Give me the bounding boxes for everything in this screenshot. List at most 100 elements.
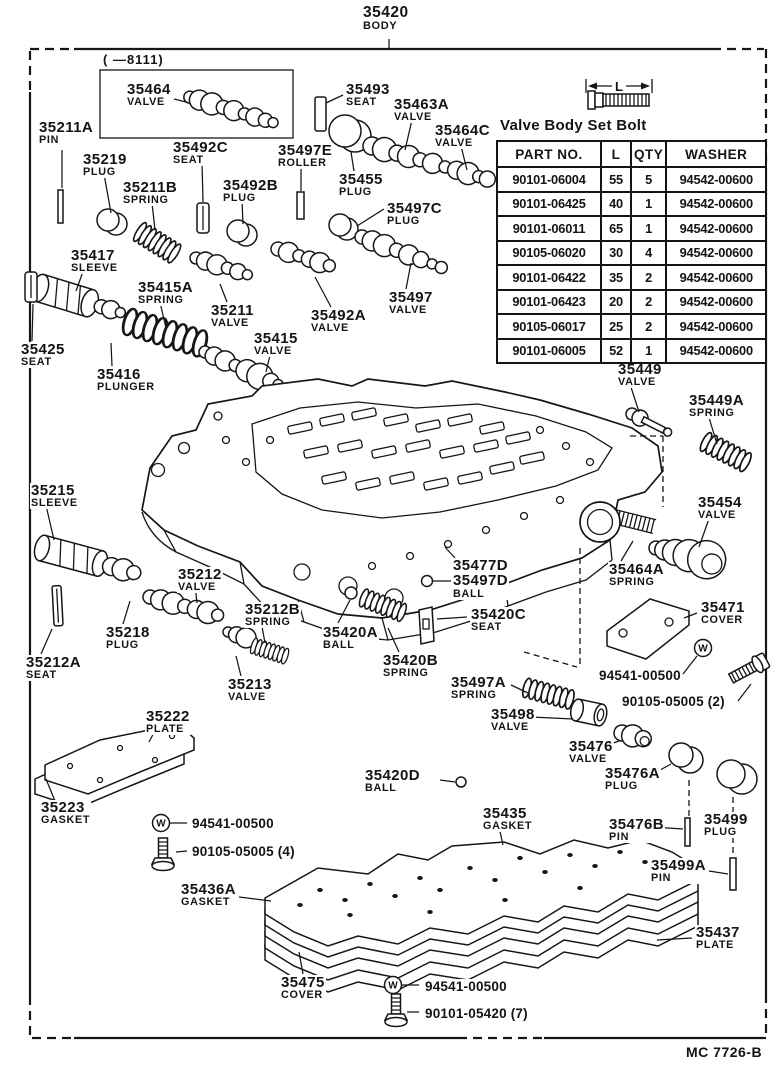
pin-35499a-drawing <box>729 857 737 891</box>
cell-l: 52 <box>600 337 632 364</box>
part-label: VALVE <box>228 691 266 704</box>
cell-l: 55 <box>600 166 632 193</box>
part-label: PIN <box>609 831 630 844</box>
part-label: VALVE <box>178 581 216 594</box>
plug-35476a-drawing <box>668 742 704 774</box>
part-label: PIN <box>651 872 672 885</box>
part-label: BALL <box>365 782 397 795</box>
part-number: 35415A <box>138 279 193 296</box>
part-number: 35475 <box>281 974 325 991</box>
cell-qty: 2 <box>629 288 668 315</box>
part-number: 35212B <box>245 601 300 618</box>
part-label: VALVE <box>311 322 349 335</box>
set-bolt-drawing: L <box>585 79 653 110</box>
part-number: 35471 <box>701 599 745 616</box>
cell-part: 90105-06020 <box>496 239 602 266</box>
part-number: 35477D <box>453 557 508 574</box>
valve-35464-drawing <box>183 89 279 129</box>
valve-35212-drawing <box>142 589 225 625</box>
part-number: 35497A <box>451 674 506 691</box>
part-number: 35492A <box>311 307 366 324</box>
bolt-part-left: 90105-05005 (4) <box>191 844 296 859</box>
plate-35222-drawing <box>34 723 195 809</box>
part-number: 35425 <box>21 341 65 358</box>
part-label: PLUG <box>339 186 372 199</box>
cell-part: 90101-06422 <box>496 264 602 291</box>
cell-washer: 94542-00600 <box>665 264 768 291</box>
part-label: BODY <box>363 20 398 33</box>
part-number: 35476B <box>609 816 664 833</box>
bolt-table-heading: Valve Body Set Bolt <box>500 117 647 134</box>
part-label: SPRING <box>451 689 497 702</box>
valve-35476-drawing <box>613 724 653 748</box>
part-label: PLATE <box>146 723 185 736</box>
col-washer: WASHER <box>665 140 768 168</box>
part-number: 35498 <box>491 706 535 723</box>
washer-mark-bottom: W <box>383 975 403 995</box>
part-number: 35497E <box>278 142 333 159</box>
spring-35449a-drawing <box>697 430 755 474</box>
part-label: SEAT <box>26 669 57 682</box>
valve-35211-drawing <box>189 251 254 281</box>
part-label: COVER <box>281 989 323 1002</box>
cell-washer: 94542-00600 <box>665 313 768 340</box>
pin-35476b-drawing <box>684 817 691 847</box>
cell-part: 90101-06425 <box>496 190 602 217</box>
part-label: SPRING <box>689 407 735 420</box>
part-label: VALVE <box>389 304 427 317</box>
ball-35420a-drawing <box>344 586 358 600</box>
roller-35497e-drawing <box>296 191 305 220</box>
part-number: 35436A <box>181 881 236 898</box>
bolt-stud-left-drawing <box>151 837 175 872</box>
part-label: VALVE <box>394 111 432 124</box>
pin-35211a-drawing <box>57 189 64 224</box>
part-number: 35449A <box>689 392 744 409</box>
part-number: 35499A <box>651 857 706 874</box>
part-number: 35455 <box>339 171 383 188</box>
part-number: 35223 <box>41 799 85 816</box>
spring-35212b-drawing <box>248 636 291 666</box>
part-number: 35464A <box>609 561 664 578</box>
part-label: GASKET <box>41 814 91 827</box>
doc-code: MC 7726-B <box>686 1044 763 1060</box>
cell-washer: 94542-00600 <box>665 288 768 315</box>
sleeve-35215-drawing <box>33 534 142 582</box>
part-label: SLEEVE <box>71 262 118 275</box>
part-number: 35211B <box>123 179 178 196</box>
part-label: BALL <box>453 587 485 600</box>
cell-part: 90101-06011 <box>496 215 602 242</box>
cell-part: 90101-06423 <box>496 288 602 315</box>
part-number: 35437 <box>696 924 740 941</box>
seat-35425-drawing <box>24 271 38 303</box>
part-label: SEAT <box>471 621 502 634</box>
part-label: PIN <box>39 134 60 147</box>
part-label: VALVE <box>569 753 607 766</box>
part-label: SPRING <box>609 576 655 589</box>
seat-35492c-drawing <box>196 202 210 234</box>
bolt-part-bottom: 90101-05420 (7) <box>424 1006 529 1021</box>
col-part-no: PART NO. <box>496 140 602 168</box>
